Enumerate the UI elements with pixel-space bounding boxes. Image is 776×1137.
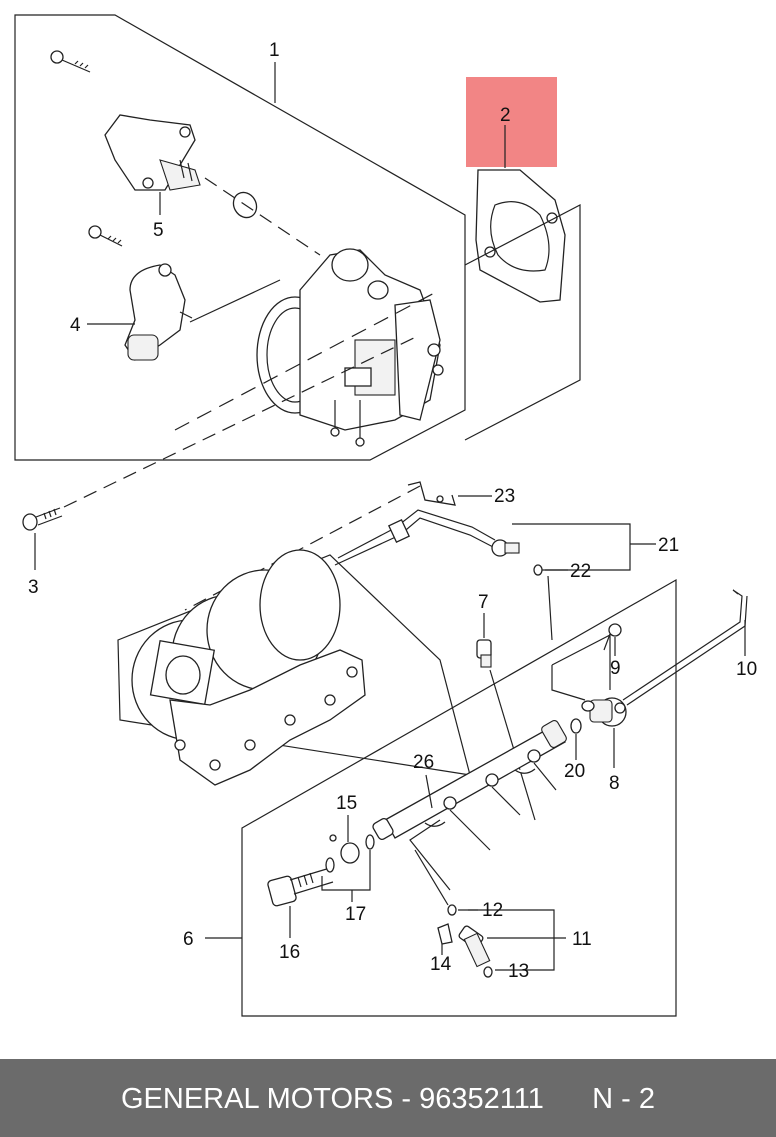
callout-9: 9 bbox=[610, 658, 621, 679]
fuel-injector bbox=[447, 904, 493, 978]
callout-23: 23 bbox=[494, 486, 515, 507]
vacuum-hose-10b bbox=[626, 595, 748, 706]
footer-separator: - bbox=[393, 1083, 420, 1115]
callout-10: 10 bbox=[736, 659, 757, 680]
callout-26: 26 bbox=[413, 752, 434, 773]
fuel-rail-bolt bbox=[267, 867, 334, 907]
throttle-position-sensor bbox=[88, 225, 193, 361]
vacuum-hose bbox=[334, 509, 520, 566]
fuel-rail-frame bbox=[241, 578, 677, 1017]
bracket-hole bbox=[436, 495, 444, 503]
throttle-body bbox=[256, 248, 444, 447]
hose-drop-line bbox=[547, 575, 553, 641]
leader-26 bbox=[425, 774, 433, 809]
tps-line bbox=[189, 279, 281, 323]
idle-air-control-valve bbox=[50, 50, 201, 191]
footer-spacer bbox=[544, 1083, 592, 1115]
callout-3: 3 bbox=[28, 577, 39, 598]
pcv-valve bbox=[476, 639, 492, 668]
gasket-bracket bbox=[464, 204, 581, 441]
callout-22: 22 bbox=[570, 561, 591, 582]
callout-11: 11 bbox=[572, 929, 592, 950]
injector-clip bbox=[437, 923, 453, 945]
clip-ring bbox=[581, 700, 595, 712]
rail-bushing bbox=[329, 834, 360, 864]
fuel-rail bbox=[372, 720, 567, 840]
bracket-21 bbox=[512, 523, 631, 571]
clip-22 bbox=[533, 564, 543, 576]
callout-17: 17 bbox=[345, 904, 366, 925]
callout-7: 7 bbox=[478, 592, 489, 613]
callout-8: 8 bbox=[609, 773, 620, 794]
o-ring-20 bbox=[570, 718, 582, 734]
bracket-17 bbox=[321, 850, 371, 891]
callout-2: 2 bbox=[500, 105, 511, 126]
highlight-box bbox=[466, 77, 557, 167]
o-ring-17a bbox=[325, 857, 335, 873]
callout-15: 15 bbox=[336, 793, 357, 814]
intake-manifold bbox=[117, 549, 471, 786]
bracket-part bbox=[407, 481, 456, 506]
callout-4: 4 bbox=[70, 315, 81, 336]
footer-page-ref: N - 2 bbox=[592, 1083, 656, 1115]
screw-9 bbox=[603, 623, 622, 651]
throttle-assembly-frame bbox=[14, 14, 466, 461]
vacuum-hose-10 bbox=[622, 589, 743, 701]
callout-16: 16 bbox=[279, 942, 300, 963]
callout-20: 20 bbox=[564, 761, 585, 782]
fuel-rail-guide bbox=[409, 819, 451, 891]
callout-14: 14 bbox=[430, 954, 452, 975]
footer-caption: GENERAL MOTORS - 96352111 N - 2 bbox=[0, 1083, 776, 1116]
exploded-parts-diagram: 1 2 3 4 5 6 7 8 9 10 11 12 13 14 15 16 1… bbox=[14, 14, 757, 1017]
footer-part-number: 96352111 bbox=[419, 1083, 544, 1115]
callout-12: 12 bbox=[482, 900, 503, 921]
o-ring-17b bbox=[365, 834, 375, 850]
injector-dashline-1 bbox=[449, 762, 557, 851]
callout-21: 21 bbox=[658, 535, 679, 556]
callout-13: 13 bbox=[508, 961, 529, 982]
footer-bar: GENERAL MOTORS - 96352111 N - 2 bbox=[0, 1059, 776, 1137]
callout-1: 1 bbox=[269, 40, 280, 61]
injector-guide bbox=[414, 849, 449, 906]
callout-5: 5 bbox=[153, 220, 164, 241]
pcv-line bbox=[489, 669, 536, 821]
iac-dashline bbox=[204, 177, 321, 256]
mounting-bolt bbox=[22, 507, 63, 531]
bracket-12-13 bbox=[458, 909, 555, 971]
footer-brand: GENERAL MOTORS bbox=[120, 1083, 394, 1115]
callout-6: 6 bbox=[183, 929, 194, 950]
regulator-box bbox=[551, 634, 611, 701]
pressure-regulator bbox=[589, 697, 627, 727]
